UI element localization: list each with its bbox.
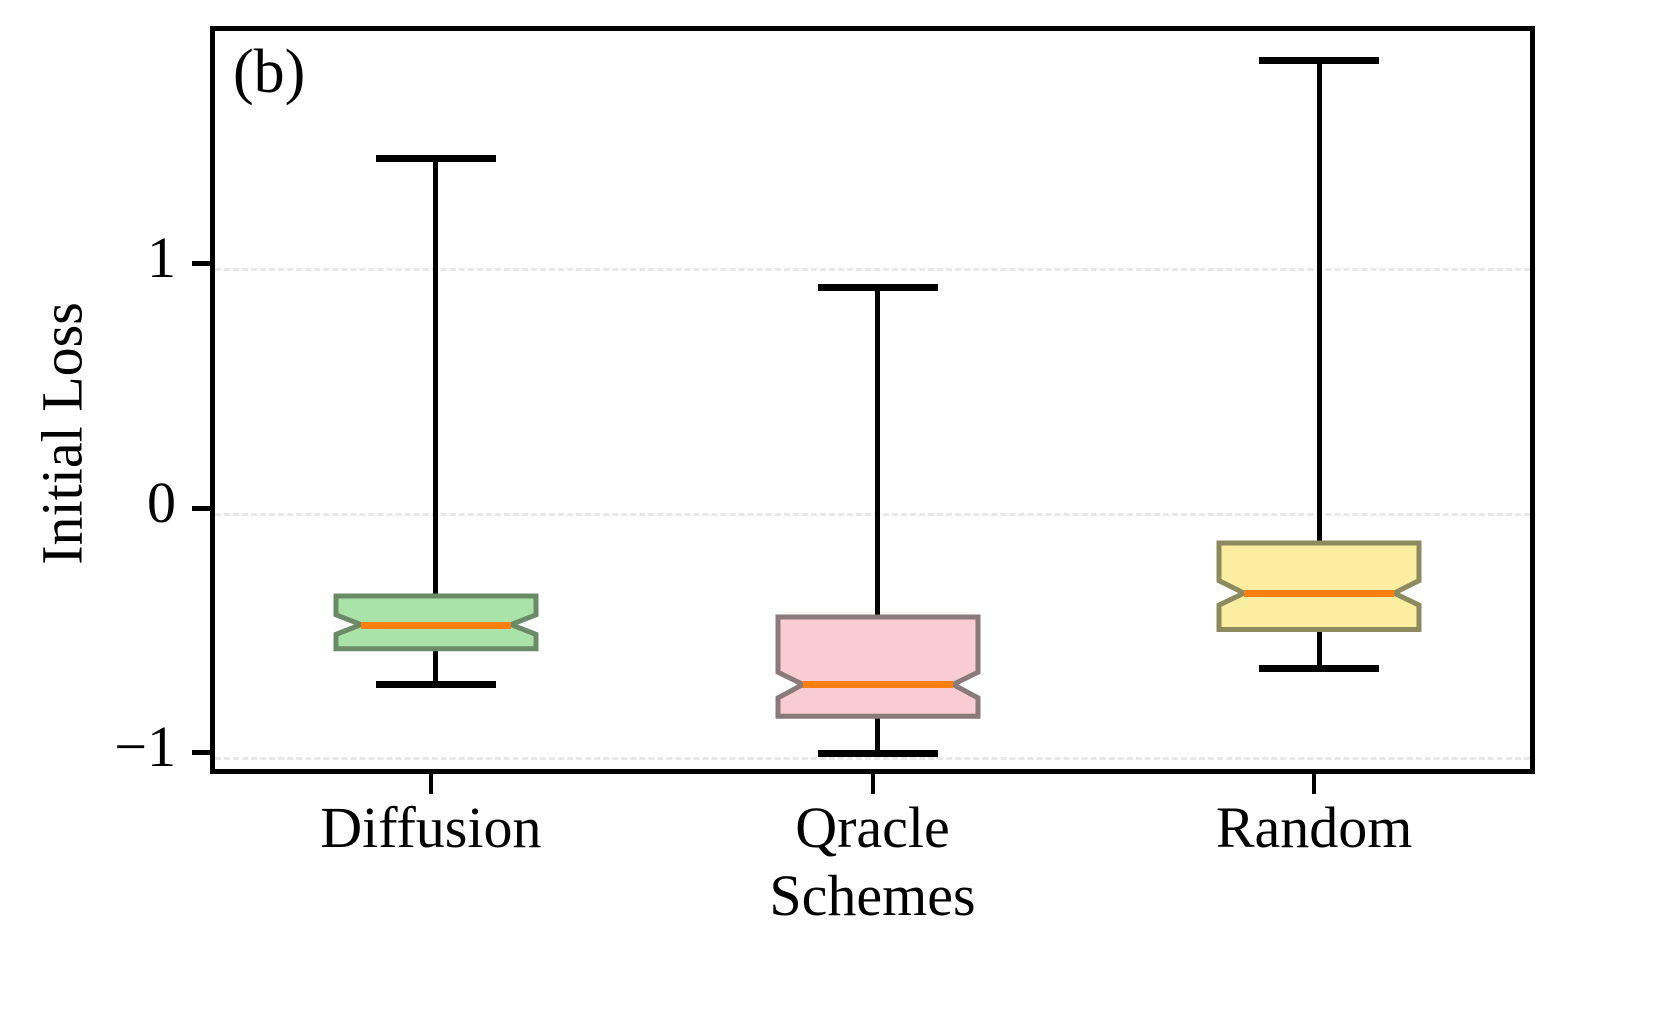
gridline--1	[215, 757, 1530, 760]
cap-lower-diffusion	[375, 681, 496, 689]
y-tick-mark-neg1	[192, 750, 214, 755]
y-tick-label-1: 1	[147, 225, 176, 291]
x-tick-mark-qracle	[870, 774, 875, 794]
whisker-upper-random	[1316, 60, 1322, 544]
median-diffusion	[360, 621, 511, 629]
plot-area: (b)	[210, 26, 1535, 774]
box-random	[1215, 539, 1423, 634]
cap-lower-qracle	[817, 749, 938, 757]
x-tick-mark-diffusion	[428, 774, 433, 794]
whisker-lower-diffusion	[433, 649, 439, 685]
y-tick-mark-1	[192, 261, 214, 267]
cap-upper-diffusion	[375, 154, 496, 162]
y-tick-label-neg1: −1	[114, 714, 176, 779]
x-tick-label-diffusion: Diffusion	[320, 795, 542, 860]
plot-inner: (b)	[215, 31, 1530, 769]
x-tick-mark-random	[1312, 774, 1317, 794]
cap-lower-random	[1259, 665, 1380, 672]
cap-upper-random	[1259, 56, 1380, 64]
cap-upper-qracle	[817, 283, 938, 291]
x-tick-label-random: Random	[1215, 795, 1413, 860]
median-qracle	[802, 681, 953, 689]
gridline-1	[215, 268, 1530, 272]
y-tick-mark-0	[192, 505, 214, 511]
box-qracle	[774, 613, 982, 720]
y-tick-label-0: 0	[147, 469, 176, 535]
whisker-upper-qracle	[875, 287, 880, 618]
panel-label: (b)	[233, 38, 306, 106]
x-tick-label-qracle: Qracle	[795, 795, 950, 860]
whisker-lower-qracle	[875, 716, 880, 754]
gridline-0	[215, 512, 1530, 516]
whisker-upper-diffusion	[433, 158, 439, 597]
x-axis-label: Schemes	[769, 863, 976, 928]
median-random	[1244, 589, 1395, 597]
whisker-lower-random	[1316, 629, 1322, 669]
